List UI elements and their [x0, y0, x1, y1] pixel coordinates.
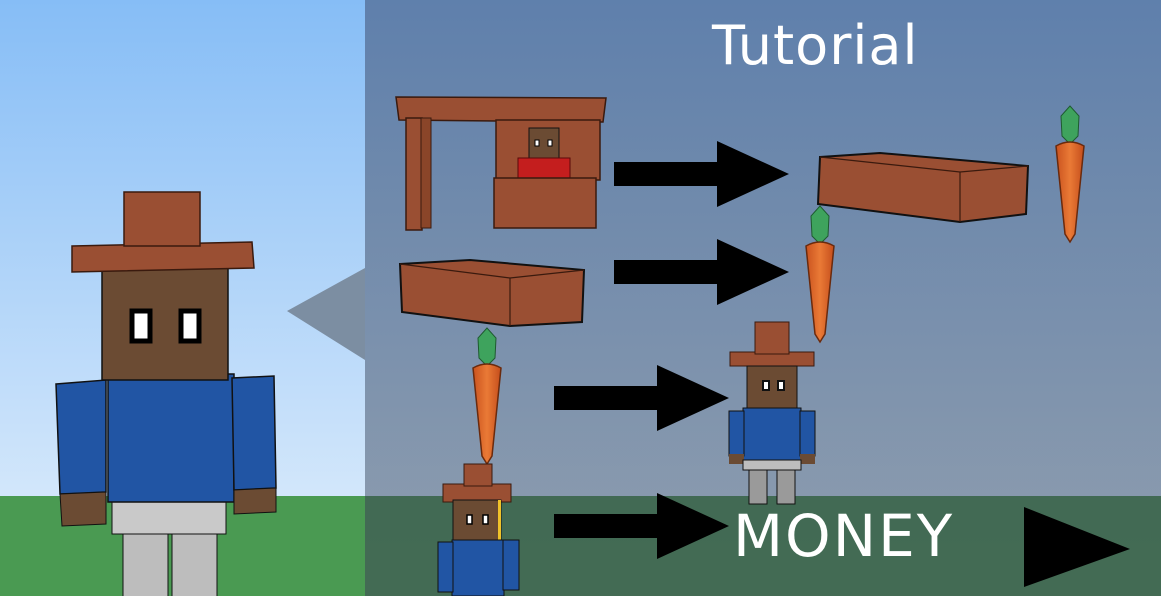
planter-box-icon	[816, 151, 1030, 224]
tutorial-title: Tutorial	[712, 14, 919, 77]
speech-pointer	[287, 268, 365, 360]
planter-box-icon	[398, 258, 586, 328]
play-next-icon	[1024, 507, 1130, 587]
next-button[interactable]	[1018, 505, 1136, 587]
farmer-icon	[55, 191, 277, 596]
farmer-icon	[437, 463, 520, 596]
money-label: MONEY	[733, 502, 955, 570]
market-stand-icon	[395, 96, 607, 231]
